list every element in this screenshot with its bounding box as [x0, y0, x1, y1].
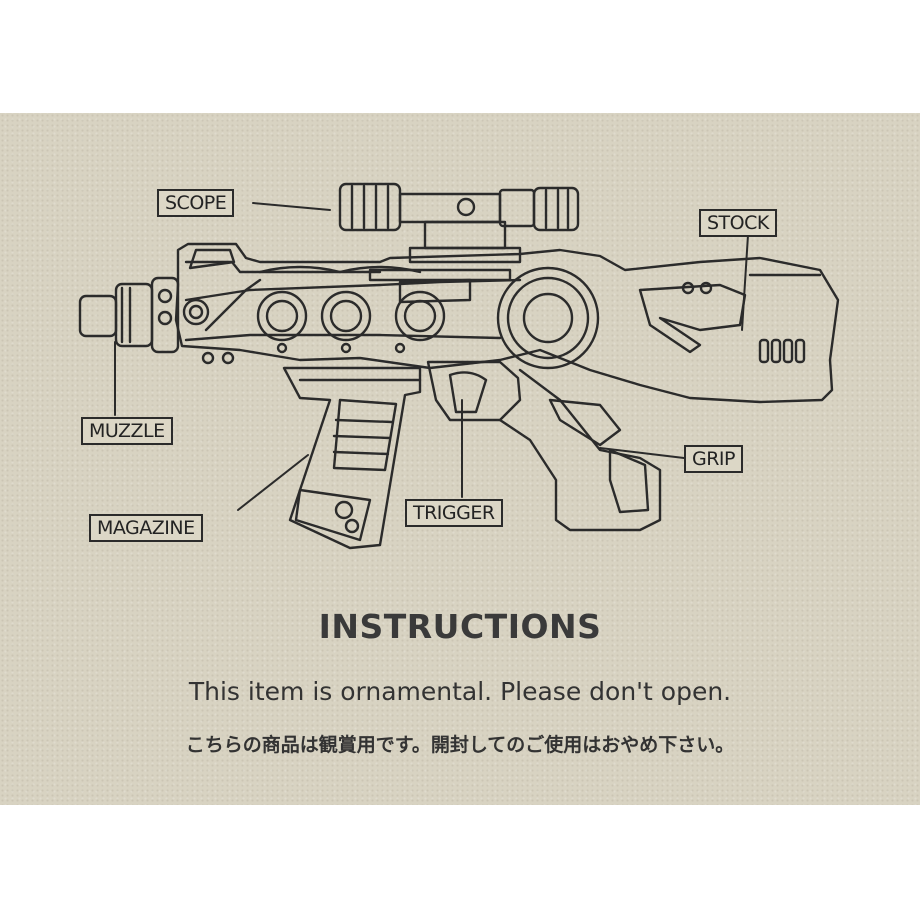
leader-lines — [114, 202, 749, 511]
label-trigger: TRIGGER — [405, 499, 503, 527]
label-muzzle: MUZZLE — [81, 417, 173, 445]
scope-drawing — [338, 182, 580, 264]
toy-blaster-diagram — [78, 182, 840, 550]
label-scope: SCOPE — [157, 189, 235, 217]
label-stock: STOCK — [699, 209, 777, 237]
instructions-english: This item is ornamental. Please don't op… — [188, 677, 732, 706]
grip-drawing — [426, 360, 662, 532]
instructions-japanese: こちらの商品は観賞用です。開封してのご使用はおやめ下さい。 — [185, 734, 735, 756]
stock-drawing — [638, 273, 822, 364]
body-drawing — [78, 242, 840, 404]
label-magazine: MAGAZINE — [89, 514, 203, 542]
magazine-drawing — [282, 366, 422, 550]
label-grip: GRIP — [684, 445, 743, 473]
instructions-title: INSTRUCTIONS — [318, 607, 602, 646]
